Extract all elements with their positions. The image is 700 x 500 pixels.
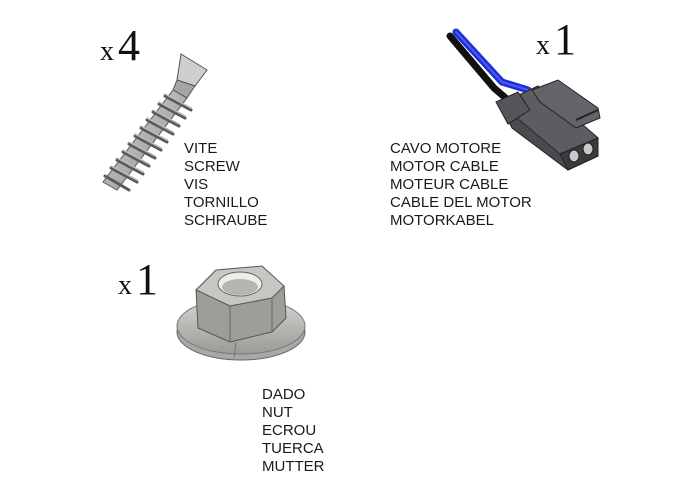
screw-icon [102, 53, 208, 192]
label-es: CABLE DEL MOTOR [390, 194, 532, 211]
quantity-value: 4 [118, 21, 140, 70]
label-de: MUTTER [262, 458, 325, 475]
label-es: TUERCA [262, 440, 324, 457]
quantity-prefix: x [118, 270, 132, 301]
quantity-value: 1 [136, 255, 158, 304]
nut-labels: DADO NUT ECROU TUERCA MUTTER [262, 386, 325, 476]
label-it: CAVO MOTORE [390, 140, 502, 157]
cable-quantity: x 1 [536, 18, 576, 62]
screw-quantity: x 4 [100, 24, 140, 68]
label-fr: VIS [184, 176, 209, 193]
label-en: MOTOR CABLE [390, 158, 499, 175]
label-de: SCHRAUBE [184, 212, 268, 229]
label-en: NUT [262, 404, 293, 421]
label-fr: ECROU [262, 422, 317, 439]
label-fr: MOTEUR CABLE [390, 176, 509, 193]
quantity-prefix: x [100, 36, 114, 67]
quantity-prefix: x [536, 30, 550, 61]
label-es: TORNILLO [184, 194, 259, 211]
flange-nut-icon [176, 265, 306, 361]
quantity-value: 1 [554, 15, 576, 64]
screw-labels: VITE SCREW VIS TORNILLO SCHRAUBE [184, 140, 267, 230]
cable-labels: CAVO MOTORE MOTOR CABLE MOTEUR CABLE CAB… [390, 140, 532, 230]
nut-quantity: x 1 [118, 258, 158, 302]
label-it: VITE [184, 140, 218, 157]
motor-cable-connector-icon [446, 28, 601, 171]
label-it: DADO [262, 386, 306, 403]
label-de: MOTORKABEL [390, 212, 494, 229]
label-en: SCREW [184, 158, 240, 175]
